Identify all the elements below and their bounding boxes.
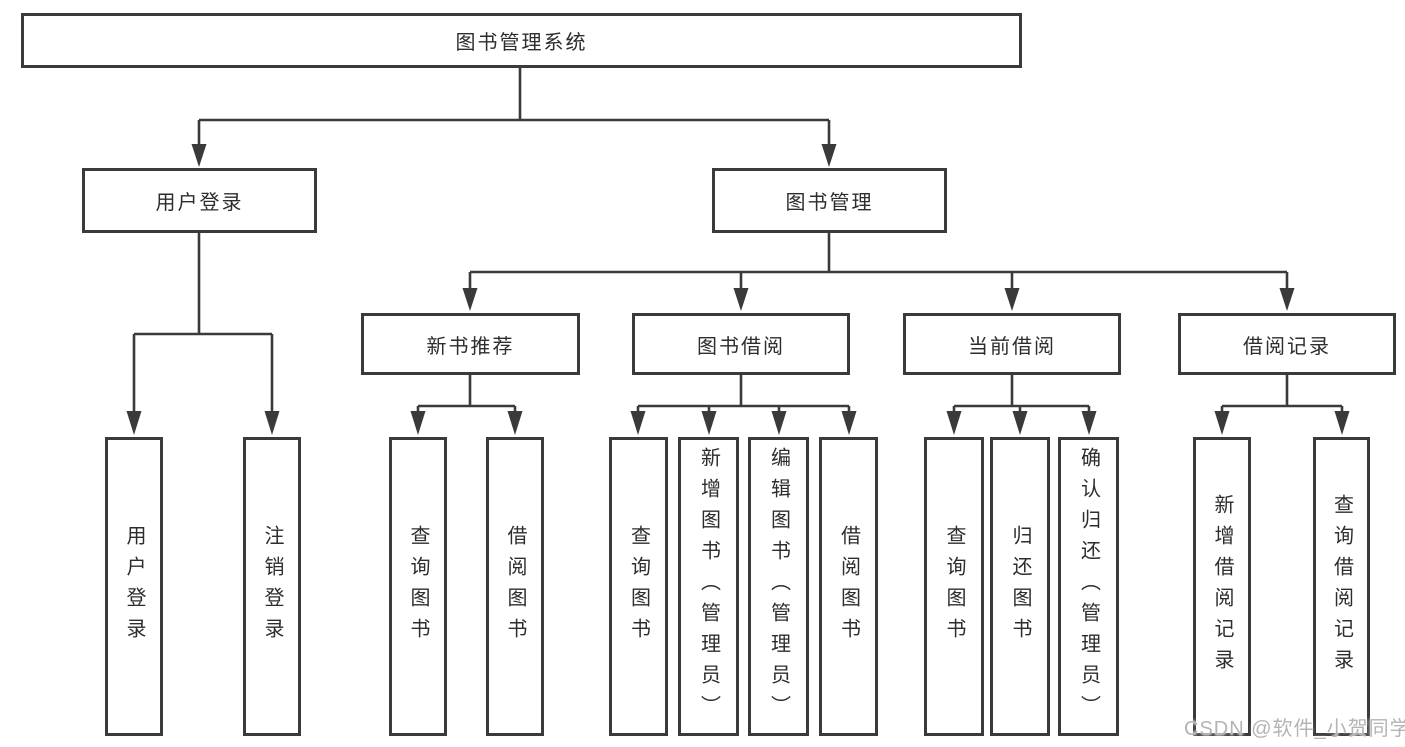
node-borrowing-records: 借阅记录 [1178,313,1396,375]
leaf-label: 查询图书 [627,524,650,649]
leaf-label: 借阅图书 [504,524,526,649]
leaf-label: 查询图书 [407,524,429,649]
leaf-label: 注销登录 [261,524,283,649]
leaf-logout: 注销登录 [243,437,301,736]
leaf-user-login: 用户登录 [105,437,163,736]
node-label: 图书管理 [785,192,874,214]
node-user-login: 用户登录 [82,168,317,233]
leaf-query-borrow-record: 查询借阅记录 [1313,437,1370,736]
leaf-label: 新增借阅记录 [1211,493,1233,680]
node-new-book-recommend: 新书推荐 [361,313,580,375]
leaf-add-books-admin: 新增图书（管理员） [678,437,739,736]
leaf-return-books: 归还图书 [990,437,1050,736]
leaf-label: 查询借阅记录 [1330,493,1353,680]
arrowheads [126,144,1350,435]
node-label: 用户登录 [155,192,244,214]
leaf-query-books-recommend: 查询图书 [389,437,447,736]
leaf-confirm-return-admin: 确认归还（管理员） [1058,437,1119,736]
leaf-label: 新增图书（管理员） [697,447,720,726]
leaf-query-books-borrow: 查询图书 [609,437,668,736]
node-label: 当前借阅 [968,335,1056,358]
leaf-label: 用户登录 [123,524,145,649]
leaf-add-borrow-record: 新增借阅记录 [1193,437,1251,736]
node-label: 借阅记录 [1243,335,1331,358]
leaf-borrow-books: 借阅图书 [819,437,878,736]
leaf-label: 归还图书 [1009,524,1031,649]
node-book-management: 图书管理 [712,168,947,233]
leaf-label: 借阅图书 [837,524,860,649]
node-label: 新书推荐 [426,335,515,358]
leaf-borrow-books-recommend: 借阅图书 [486,437,544,736]
leaf-edit-books-admin: 编辑图书（管理员） [748,437,809,736]
node-label: 图书管理系统 [455,32,588,54]
node-current-borrowing: 当前借阅 [903,313,1121,375]
leaf-query-books-current: 查询图书 [924,437,984,736]
leaf-label: 确认归还（管理员） [1077,447,1100,726]
csdn-watermark: CSDN @软件_小贺同学 [1184,718,1405,740]
leaf-label: 编辑图书（管理员） [767,447,790,726]
leaf-label: 查询图书 [943,524,965,649]
node-library-management-system: 图书管理系统 [21,13,1022,68]
node-label: 图书借阅 [697,335,785,358]
node-book-borrowing: 图书借阅 [632,313,850,375]
